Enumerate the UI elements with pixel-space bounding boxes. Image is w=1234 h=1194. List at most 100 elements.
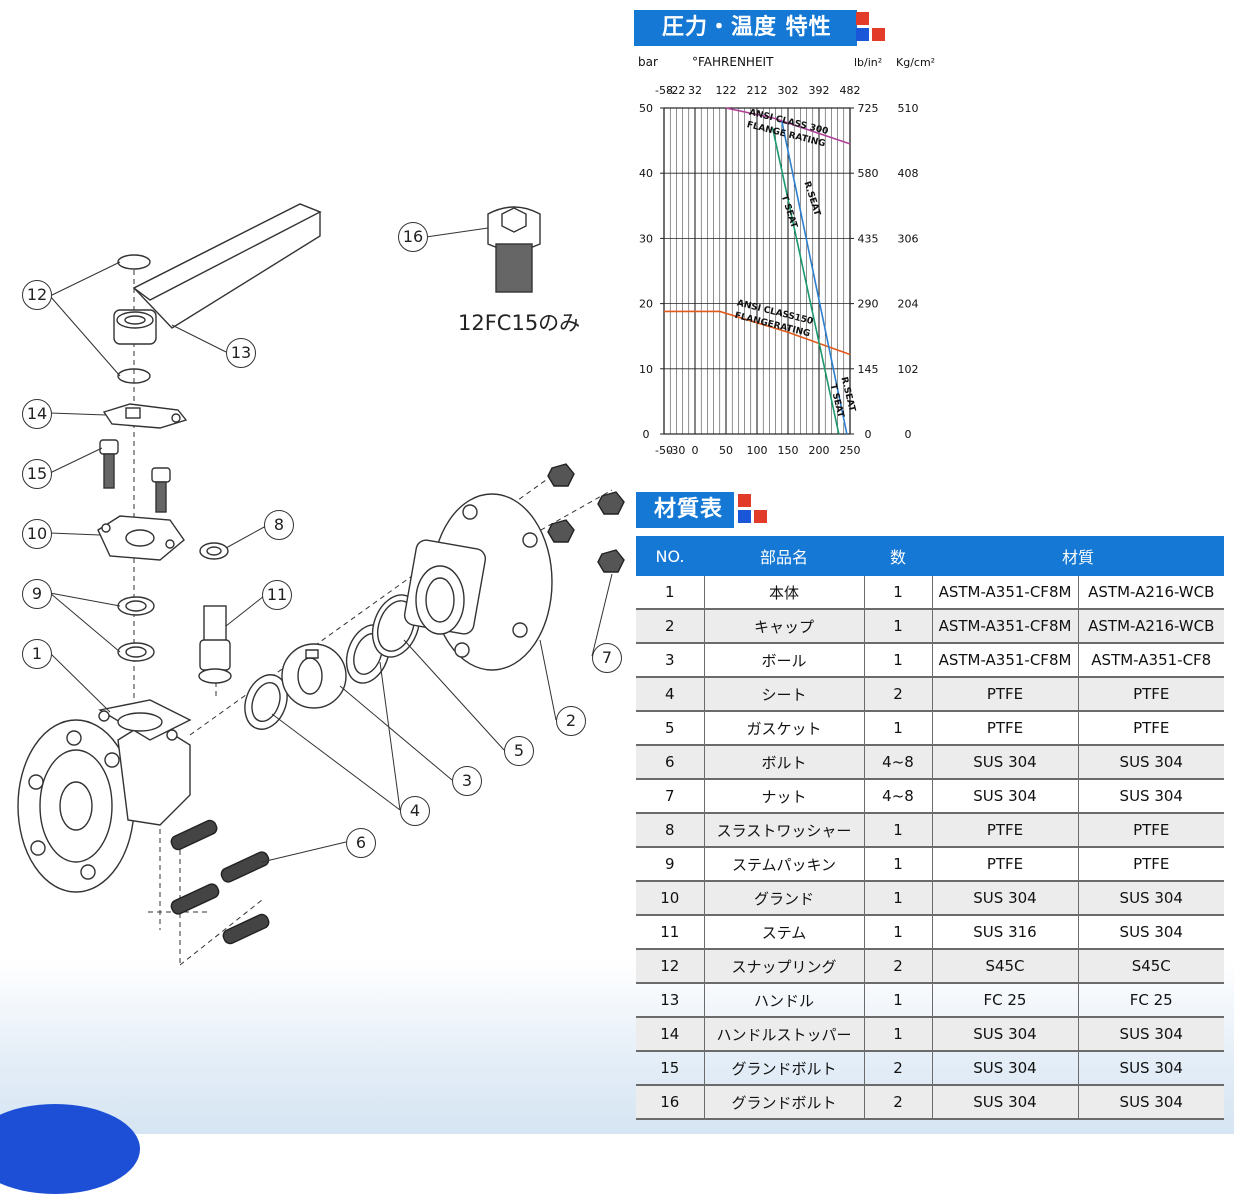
cell-quantity: 2: [864, 1085, 933, 1120]
tick-label-psi: 145: [858, 363, 879, 376]
callout-2: 2: [556, 706, 586, 736]
cell-part-name: ハンドルストッパー: [704, 1017, 865, 1052]
cell-part-name: グランドボルト: [704, 1085, 865, 1120]
accent-square-red: [738, 494, 751, 507]
cell-quantity: 1: [864, 881, 933, 916]
axis-label-kgcm2: Kg/cm²: [896, 56, 935, 69]
gland-bolts: [99, 439, 171, 513]
cell-material-2: PTFE: [1078, 711, 1225, 746]
cell-quantity: 1: [864, 1017, 933, 1052]
tick-label-psi: 435: [858, 232, 879, 245]
cell-material-2: SUS 304: [1078, 779, 1225, 814]
cell-no: 11: [636, 915, 705, 950]
cell-no: 10: [636, 881, 705, 916]
cell-material-1: PTFE: [932, 711, 1079, 746]
cell-material-1: SUS 304: [932, 1051, 1079, 1086]
cell-material-2: PTFE: [1078, 847, 1225, 882]
cell-quantity: 1: [864, 813, 933, 848]
header-material: 材質: [932, 536, 1225, 576]
cell-material-2: SUS 304: [1078, 1051, 1225, 1086]
note-part-16: 12FC15のみ: [458, 311, 581, 335]
cell-no: 5: [636, 711, 705, 746]
cell-part-name: グランドボルト: [704, 1051, 865, 1086]
callout-12: 12: [22, 280, 52, 310]
accent-square-blue: [856, 28, 869, 41]
axis-label-fahrenheit: °FAHRENHEIT: [692, 55, 774, 69]
axis-label-psi: lb/in²: [854, 56, 882, 69]
tick-label-fahrenheit: 482: [840, 84, 861, 97]
callout-14: 14: [22, 399, 52, 429]
cell-material-2: SUS 304: [1078, 745, 1225, 780]
cell-quantity: 1: [864, 847, 933, 882]
callout-13: 13: [226, 338, 256, 368]
tick-label-psi: 0: [865, 428, 872, 441]
tick-label-fahrenheit: 302: [778, 84, 799, 97]
cell-material-1: SUS 304: [932, 881, 1079, 916]
cell-material-1: ASTM-A351-CF8M: [932, 643, 1079, 678]
callout-8: 8: [264, 510, 294, 540]
materials-section-title: 材質表: [636, 492, 734, 528]
tick-label-bar: 10: [639, 363, 653, 376]
callout-1: 1: [22, 639, 52, 669]
tick-label-bar: 20: [639, 298, 653, 311]
tick-label-celsius: -50: [655, 444, 673, 457]
callout-11: 11: [262, 580, 292, 610]
tick-label-celsius: 250: [840, 444, 861, 457]
cell-material-1: S45C: [932, 949, 1079, 984]
cell-material-1: ASTM-A351-CF8M: [932, 576, 1079, 610]
chart-section-header: 圧力・温度 特性: [634, 10, 894, 46]
cell-quantity: 1: [864, 711, 933, 746]
cell-no: 3: [636, 643, 705, 678]
cell-material-1: PTFE: [932, 847, 1079, 882]
cell-no: 7: [636, 779, 705, 814]
callout-15: 15: [22, 459, 52, 489]
tick-label-bar: 40: [639, 167, 653, 180]
tick-label-kgcm2: 306: [898, 232, 919, 245]
tick-label-fahrenheit: 32: [688, 84, 702, 97]
callout-3: 3: [452, 766, 482, 796]
cell-part-name: ステム: [704, 915, 865, 950]
cell-part-name: ガスケット: [704, 711, 865, 746]
seat-left: [244, 674, 288, 730]
accent-square-red: [856, 12, 869, 25]
callout-6: 6: [346, 828, 376, 858]
tick-label-bar: 50: [639, 102, 653, 115]
cell-quantity: 2: [864, 949, 933, 984]
cell-part-name: グランド: [704, 881, 865, 916]
tick-label-psi: 580: [858, 167, 879, 180]
valve-cap: [403, 493, 553, 671]
series-line: [725, 107, 851, 145]
cell-part-name: キャップ: [704, 609, 865, 644]
callout-16: 16: [398, 222, 428, 252]
tick-label-kgcm2: 204: [898, 298, 919, 311]
callout-5: 5: [504, 736, 534, 766]
callout-7: 7: [592, 643, 622, 673]
header-part-name: 部品名: [704, 536, 864, 576]
cell-material-1: SUS 304: [932, 1017, 1079, 1052]
cell-part-name: スラストワッシャー: [704, 813, 865, 848]
accent-square-blue: [738, 510, 751, 523]
cell-quantity: 1: [864, 983, 933, 1018]
series-line: [771, 127, 840, 435]
tick-label-celsius: -30: [667, 444, 685, 457]
exploded-valve-diagram: [17, 203, 625, 966]
tick-label-celsius: 50: [719, 444, 733, 457]
cell-material-2: PTFE: [1078, 813, 1225, 848]
cell-no: 2: [636, 609, 705, 644]
callout-4: 4: [400, 796, 430, 826]
